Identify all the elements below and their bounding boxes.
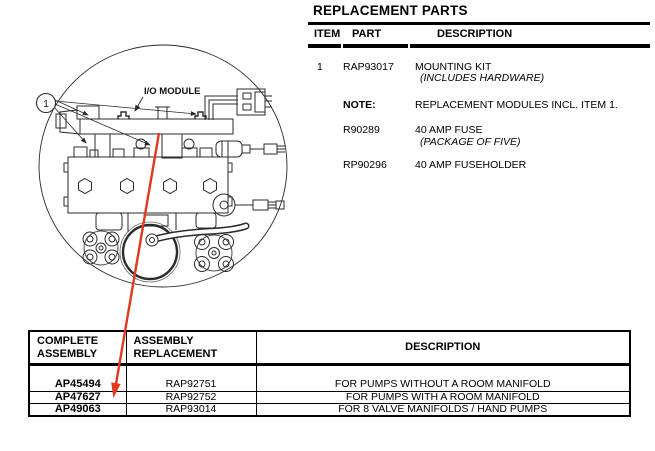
parts-list-rows: 1 RAP93017 MOUNTING KIT (INCLUDES HARDWA… [308, 60, 650, 172]
part-number: RP90296 [343, 159, 387, 171]
rule-top [308, 22, 650, 25]
parts-row: 1 RAP93017 MOUNTING KIT (INCLUDES HARDWA… [308, 60, 650, 85]
line-art [38, 44, 288, 288]
module-label-leader [134, 96, 144, 112]
assembly-table-container: COMPLETE ASSEMBLY ASSEMBLY REPLACEMENT D… [28, 330, 631, 417]
table-row: AP49063 RAP93014 FOR 8 VALVE MANIFOLDS /… [28, 402, 631, 417]
parts-row: RP90296 40 AMP FUSEHOLDER [308, 159, 650, 172]
item-balloon-1: 1 [35, 92, 57, 114]
manifold-block [63, 156, 233, 214]
assembly-replacement-cell: RAP92752 [125, 390, 257, 404]
detail-circle-boundary [38, 44, 288, 288]
part-number: R90289 [343, 124, 380, 136]
sensor-cable-right [215, 140, 285, 158]
replacement-parts-panel: REPLACEMENT PARTS ITEM PART DESCRIPTION … [308, 3, 650, 172]
parts-row: NOTE: REPLACEMENT MODULES INCL. ITEM 1. [308, 98, 650, 112]
complete-assembly-cell: AP45494 [28, 363, 127, 392]
lever-handle [145, 222, 250, 247]
wire-connector-top [236, 88, 272, 116]
description-cell: FOR PUMPS WITH A ROOM MANIFOLD [255, 390, 631, 404]
rule-bottom [308, 44, 650, 48]
pump-body [119, 221, 181, 283]
io-module-plate [55, 105, 234, 135]
part-description: 40 AMP FUSE (PACKAGE OF FIVE) [415, 124, 650, 148]
col-description-header: DESCRIPTION [255, 330, 631, 366]
replacement-parts-title: REPLACEMENT PARTS [313, 3, 468, 18]
part-item-number: 1 [317, 60, 323, 73]
description-cell: FOR PUMPS WITHOUT A ROOM MANIFOLD [255, 363, 631, 392]
io-module-label: I/O MODULE [144, 86, 200, 97]
note-label: NOTE: [343, 98, 376, 111]
part-description: MOUNTING KIT (INCLUDES HARDWARE) [415, 61, 650, 85]
part-description: 40 AMP FUSEHOLDER [415, 159, 527, 171]
part-item-number [317, 160, 343, 172]
balloon-leaders [53, 99, 197, 146]
column-notch [408, 44, 410, 48]
part-description-note: (INCLUDES HARDWARE) [420, 72, 545, 84]
col-item-header: ITEM [314, 28, 341, 40]
part-number: RAP93017 [343, 60, 394, 73]
assembly-table-header: COMPLETE ASSEMBLY ASSEMBLY REPLACEMENT D… [28, 330, 631, 366]
assembly-table: COMPLETE ASSEMBLY ASSEMBLY REPLACEMENT D… [28, 330, 631, 417]
description-cell: FOR 8 VALVE MANIFOLDS / HAND PUMPS [255, 402, 631, 417]
table-row: AP47627 RAP92752 FOR PUMPS WITH A ROOM M… [28, 390, 631, 404]
col-complete-assembly-header: COMPLETE ASSEMBLY [28, 330, 127, 366]
col-assembly-replacement-header: ASSEMBLY REPLACEMENT [125, 330, 257, 366]
valve-cluster-right [194, 234, 234, 272]
complete-assembly-cell: AP49063 [28, 402, 127, 417]
part-item-number [317, 100, 343, 112]
note-text: REPLACEMENT MODULES INCL. ITEM 1. [415, 98, 618, 111]
balloon-number: 1 [43, 99, 49, 110]
parts-row: R90289 40 AMP FUSE (PACKAGE OF FIVE) [308, 124, 650, 148]
assembly-replacement-cell: RAP93014 [125, 402, 257, 417]
column-notch [341, 44, 343, 48]
valve-cluster-left [82, 230, 120, 266]
part-item-number [317, 125, 343, 148]
complete-assembly-cell: AP47627 [28, 390, 127, 404]
col-part-header: PART [352, 28, 382, 40]
part-description-note: (PACKAGE OF FIVE) [420, 135, 521, 148]
col-description-header: DESCRIPTION [437, 28, 513, 40]
assembly-replacement-cell: RAP92751 [125, 363, 257, 392]
table-row: AP45494 RAP92751 FOR PUMPS WITHOUT A ROO… [28, 363, 631, 392]
parts-list-header: ITEM PART DESCRIPTION [308, 25, 650, 44]
fitting-cable-lower-right [212, 193, 285, 217]
